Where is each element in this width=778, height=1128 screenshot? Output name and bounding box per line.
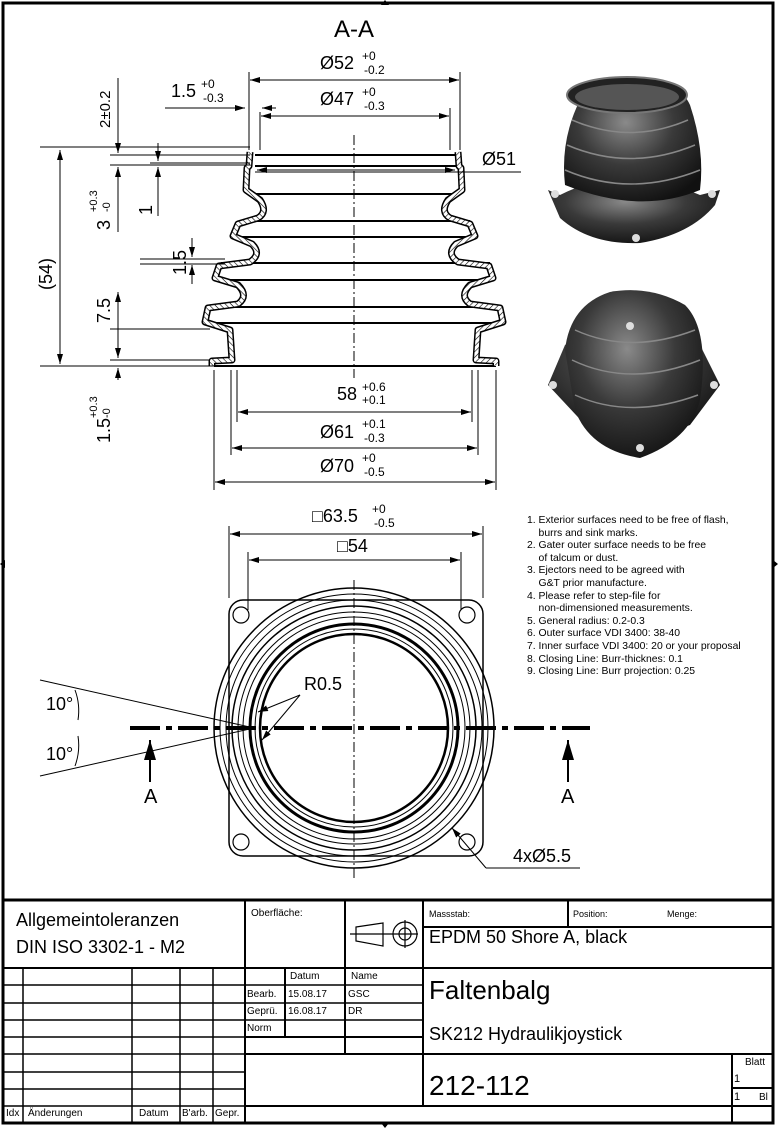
dim-h2: 2±0.2 [97, 91, 114, 128]
svg-text:+0.1: +0.1 [362, 393, 386, 407]
dim-d70: Ø70 [320, 456, 354, 476]
render-3d-bottom [548, 290, 720, 458]
render-3d-top [548, 76, 720, 244]
dim-h54: (54) [36, 258, 56, 290]
row-checked: Geprü. [247, 1006, 278, 1017]
svg-text:+0.6: +0.6 [362, 380, 386, 394]
scale-label: Massstab: [429, 909, 471, 919]
dim-h3: 3 [94, 220, 114, 230]
svg-text:+0.3: +0.3 [88, 396, 100, 418]
position-label: Position: [573, 909, 608, 919]
svg-text:+0: +0 [362, 451, 376, 465]
svg-text:-0.3: -0.3 [364, 99, 385, 113]
note-7: 7. Inner surface VDI 3400: 20 or your pr… [527, 640, 741, 652]
dim-d61: Ø61 [320, 422, 354, 442]
dim-d47: Ø47 [320, 89, 354, 109]
dim-angle-upper: 10° [46, 694, 73, 714]
dim-sq635: □63.5 [312, 506, 358, 526]
drawing-number: 212-112 [429, 1070, 530, 1101]
drawing-subtitle: SK212 Hydraulikjoystick [429, 1024, 623, 1044]
col-name: Name [351, 971, 378, 982]
svg-text:+0: +0 [201, 77, 215, 91]
quantity-label: Menge: [667, 909, 698, 919]
note-3: 3. Ejectors need to be agreed with G&T p… [527, 565, 685, 589]
general-tolerances-label: Allgemeintoleranzen [16, 910, 180, 930]
title-block-grid [3, 898, 773, 1123]
note-9: 9. Closing Line: Burr projection: 0.25 [527, 666, 696, 678]
dim-58: 58 [337, 384, 357, 404]
dim-h15: 1.5 [170, 250, 190, 275]
note-8: 8. Closing Line: Burr-thicknes: 0.1 [527, 653, 683, 665]
general-tolerances-standard: DIN ISO 3302-1 - M2 [16, 937, 186, 957]
svg-text:+0.3: +0.3 [88, 190, 100, 212]
checked-name: DR [348, 1006, 363, 1017]
sheets-label: Bl [759, 1092, 768, 1103]
note-6: 6. Outer surface VDI 3400: 38-40 [527, 628, 681, 640]
dim-d51: Ø51 [482, 149, 516, 169]
dim-d52: Ø52 [320, 53, 354, 73]
row-norm: Norm [247, 1023, 272, 1034]
surface-label: Oberfläche: [251, 908, 303, 919]
svg-text:+0: +0 [372, 502, 386, 516]
plan-view [39, 526, 590, 880]
dim-holes: 4xØ5.5 [513, 846, 571, 866]
note-5: 5. General radius: 0.2-0.3 [527, 615, 645, 627]
dim-sq54: □54 [337, 536, 368, 556]
sheet-label: Blatt [745, 1057, 766, 1068]
svg-text:+0: +0 [362, 49, 376, 63]
notes-list: 1. Exterior surfaces need to be free of … [527, 515, 777, 679]
row-drawn: Bearb. [247, 989, 277, 1000]
sheet-number: 1 [734, 1073, 741, 1085]
col-date: Datum [290, 971, 320, 982]
rev-date-header: Datum [139, 1108, 169, 1119]
note-1: 1. Exterior surfaces need to be free of … [527, 515, 729, 539]
dim-h1: 1 [136, 205, 156, 215]
svg-text:-0: -0 [101, 408, 113, 418]
dim-r05: R0.5 [304, 674, 342, 694]
section-title: A-A [334, 16, 374, 43]
dim-wall-15: 1.5 [171, 81, 196, 101]
svg-text:+0.1: +0.1 [362, 417, 386, 431]
rev-by-header: B'arb. [182, 1108, 208, 1119]
drawn-name: GSC [348, 989, 370, 1000]
rev-checked-header: Gepr. [215, 1108, 240, 1119]
cut-label-right: A [561, 786, 575, 808]
drawing-title: Faltenbalg [429, 975, 551, 1005]
section-dimensions [40, 72, 521, 490]
svg-text:-0: -0 [101, 202, 113, 212]
svg-text:-0.3: -0.3 [203, 91, 224, 105]
rev-idx-header: Idx [6, 1108, 20, 1119]
note-4: 4. Please refer to step-file for non-dim… [527, 590, 693, 615]
projection-symbol-icon [350, 920, 418, 948]
material: EPDM 50 Shore A, black [429, 927, 628, 947]
rev-changes-header: Änderungen [28, 1108, 83, 1119]
sheet-total: 1 [734, 1091, 741, 1103]
dim-h15b: 1.5 [94, 418, 114, 443]
section-view [205, 135, 507, 378]
svg-text:-0.3: -0.3 [364, 431, 385, 445]
dim-h75: 7.5 [94, 298, 114, 323]
svg-text:-0.5: -0.5 [374, 516, 395, 530]
dim-angle-lower: 10° [46, 744, 73, 764]
svg-text:-0.5: -0.5 [364, 465, 385, 479]
svg-text:-0.2: -0.2 [364, 63, 385, 77]
drawn-date: 15.08.17 [288, 989, 327, 1000]
svg-text:+0: +0 [362, 85, 376, 99]
cut-label-left: A [144, 786, 158, 808]
note-2: 2. Gater outer surface needs to be free … [527, 540, 707, 564]
checked-date: 16.08.17 [288, 1006, 327, 1017]
